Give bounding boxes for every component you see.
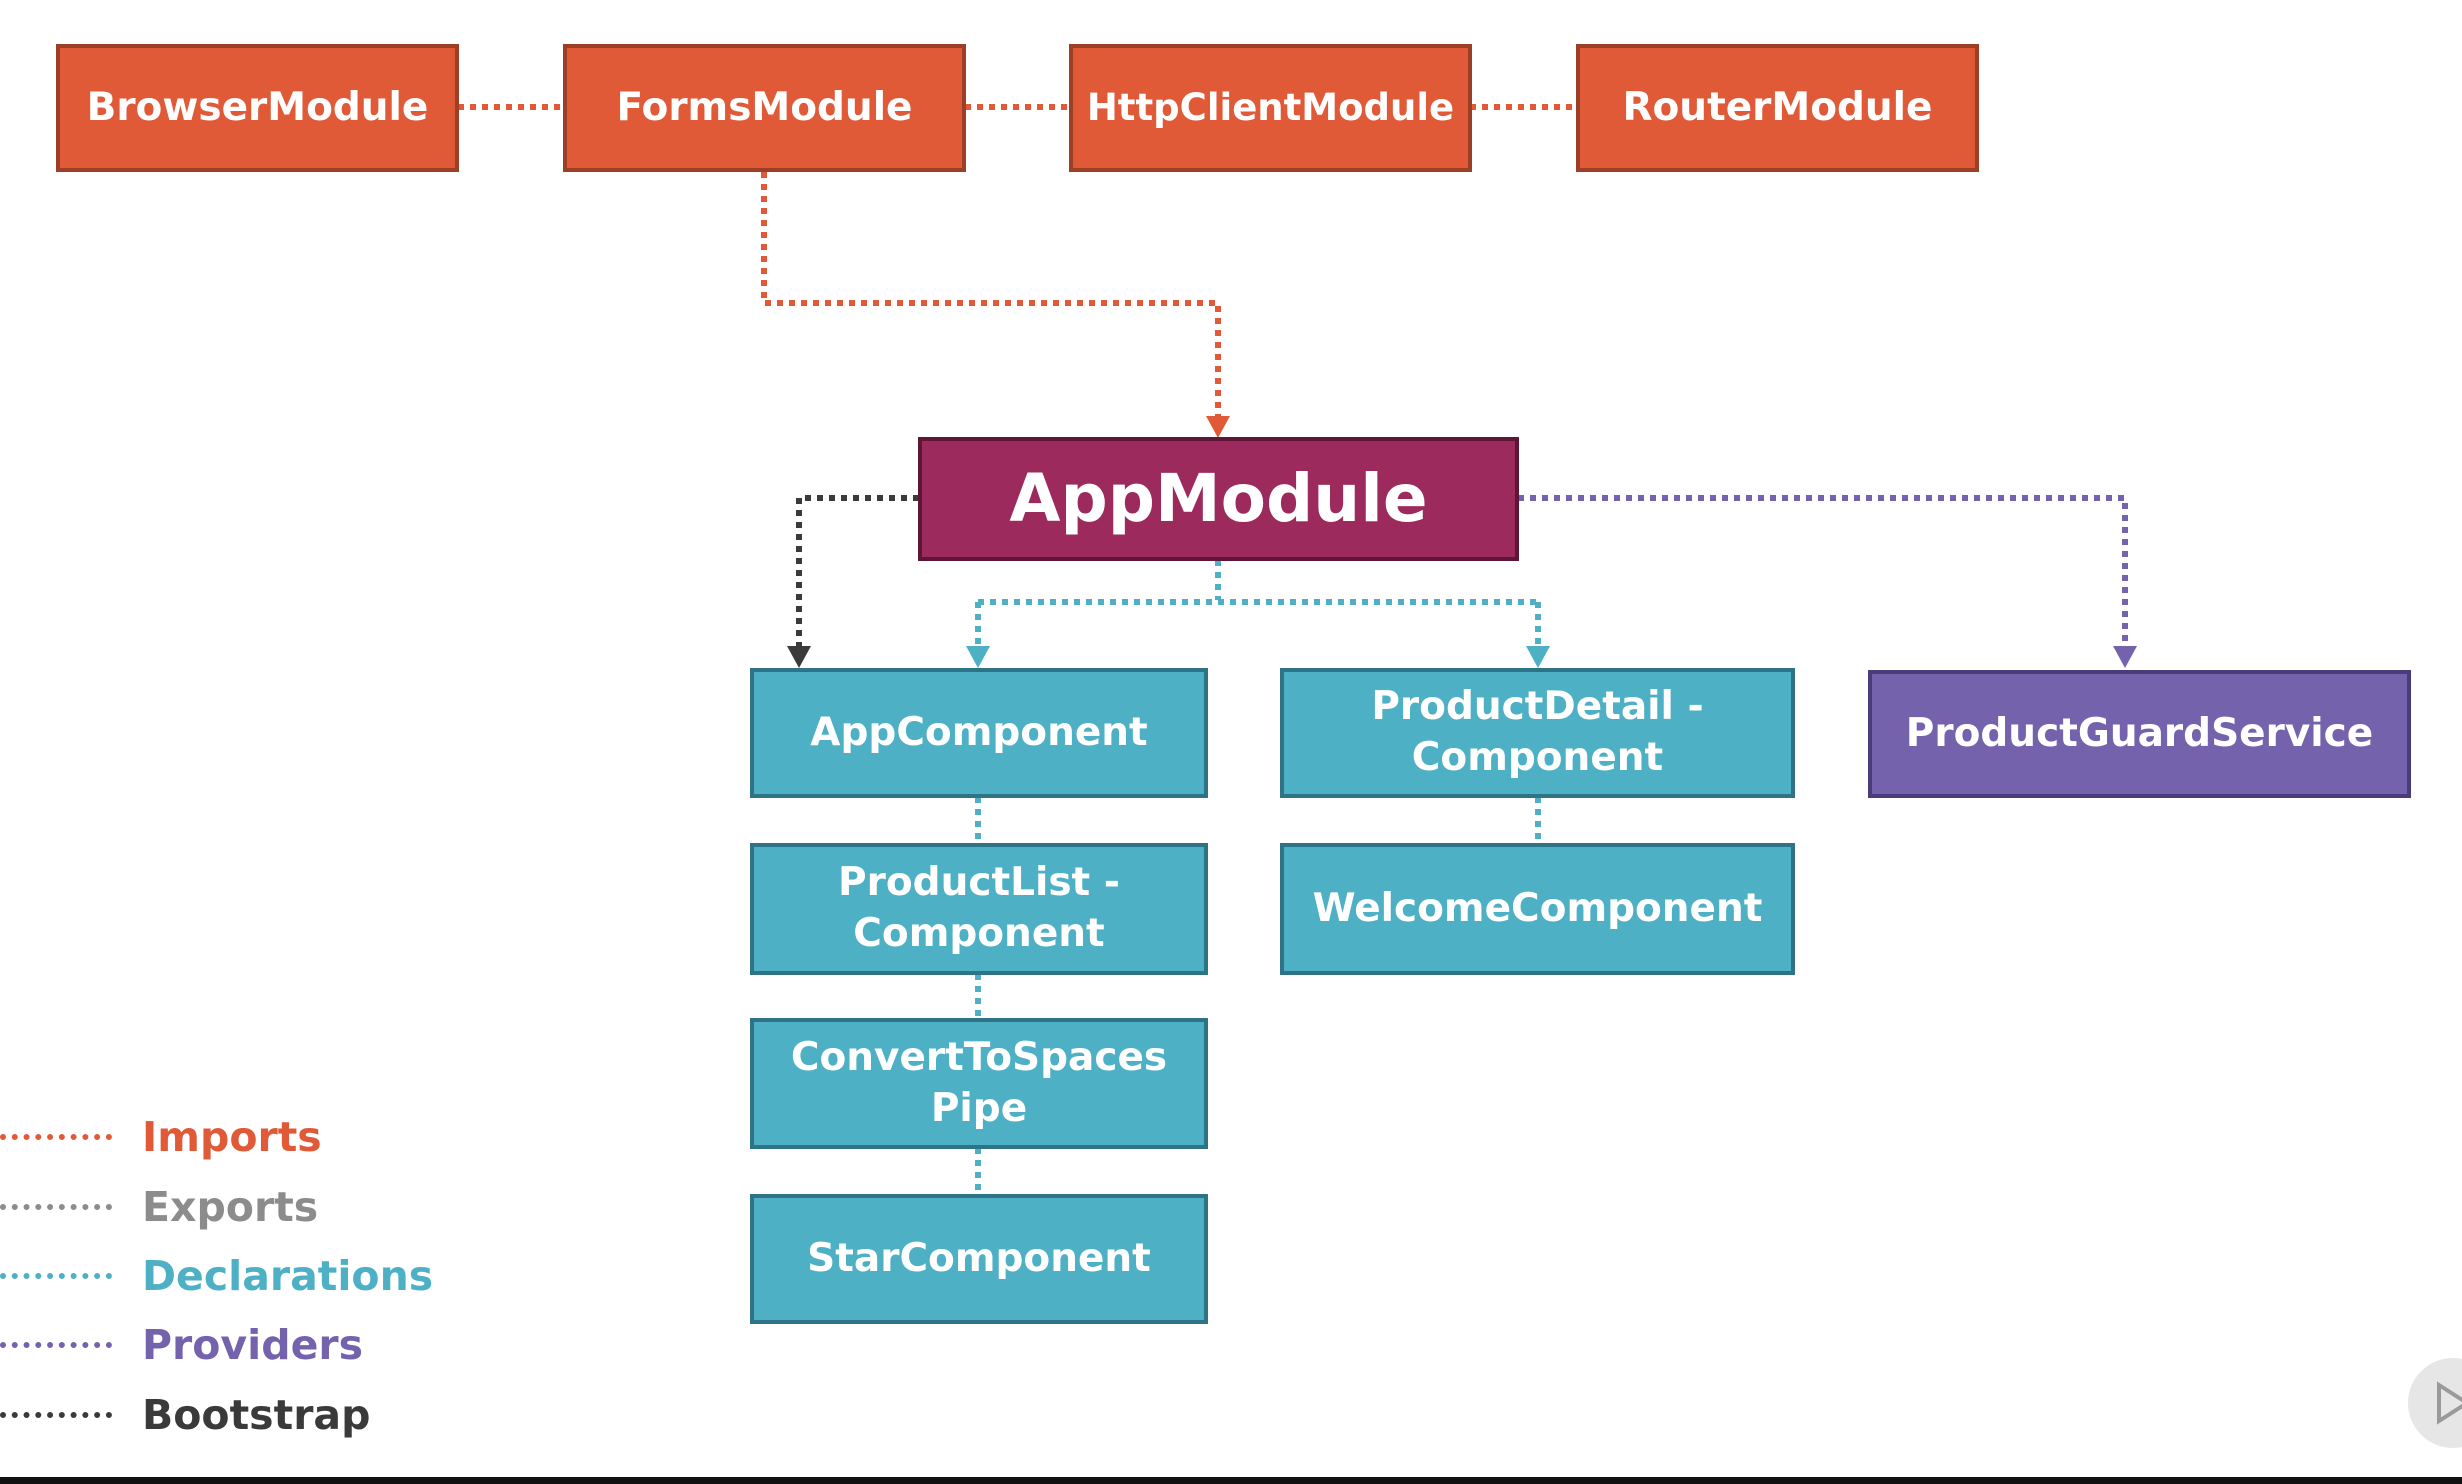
- product-detail-component-box: ProductDetail - Component: [1280, 668, 1795, 798]
- bootstrap-arrow-to-appcomponent: [796, 495, 919, 648]
- legend-exports-line: [0, 1204, 112, 1210]
- convert-to-spaces-pipe-box: ConvertToSpaces Pipe: [750, 1018, 1208, 1149]
- product-list-component-box: ProductList - Component: [750, 843, 1208, 975]
- legend-bootstrap-line: [0, 1412, 112, 1418]
- forms-module-box: FormsModule: [563, 44, 966, 172]
- legend-declarations-line: [0, 1273, 112, 1279]
- legend-providers-line: [0, 1342, 112, 1348]
- welcome-component-box: WelcomeComponent: [1280, 843, 1795, 975]
- providers-arrowhead: [2113, 646, 2137, 668]
- legend-item-exports: Exports: [0, 1182, 318, 1232]
- bottom-border: [0, 1477, 2462, 1484]
- legend-bootstrap-label: Bootstrap: [142, 1391, 371, 1439]
- browser-module-box: BrowserModule: [56, 44, 459, 172]
- legend-declarations-label: Declarations: [142, 1252, 434, 1300]
- router-module-box: RouterModule: [1576, 44, 1979, 172]
- app-module-box: AppModule: [918, 437, 1519, 561]
- httpclient-module-box: HttpClientModule: [1069, 44, 1472, 172]
- legend-item-imports: Imports: [0, 1112, 322, 1162]
- legend-item-bootstrap: Bootstrap: [0, 1390, 370, 1440]
- legend-imports-label: Imports: [142, 1113, 322, 1161]
- legend-imports-line: [0, 1134, 112, 1140]
- declarations-arrowhead-productdetail: [1526, 646, 1550, 668]
- imports-arrowhead: [1206, 416, 1230, 438]
- star-component-box: StarComponent: [750, 1194, 1208, 1324]
- imports-arrow-to-appmodule: [761, 172, 1221, 420]
- play-icon-glyph: [2437, 1381, 2462, 1425]
- app-component-box: AppComponent: [750, 668, 1208, 798]
- bootstrap-arrowhead: [787, 646, 811, 668]
- legend-item-providers: Providers: [0, 1320, 363, 1370]
- legend-item-declarations: Declarations: [0, 1251, 433, 1301]
- declarations-arrowhead-appcomponent: [966, 646, 990, 668]
- providers-arrow-to-guardservice: [1518, 495, 2128, 648]
- legend-exports-label: Exports: [142, 1183, 319, 1231]
- product-guard-service-box: ProductGuardService: [1868, 670, 2411, 798]
- legend-providers-label: Providers: [142, 1321, 363, 1369]
